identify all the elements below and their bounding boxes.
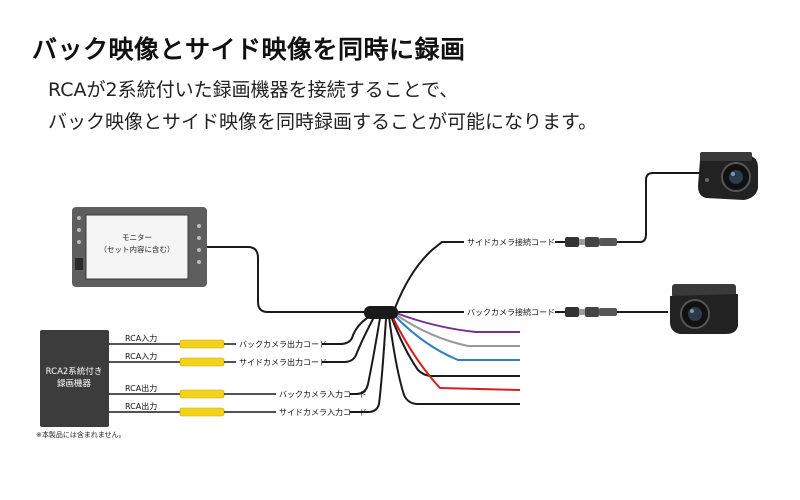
rca-port-label: RCA入力 xyxy=(125,333,157,343)
side-camera-lens-inner xyxy=(729,170,743,184)
rca-cord-label: バックカメラ入力コード xyxy=(279,389,367,399)
rca-branch-2 xyxy=(322,316,375,363)
rca-row: RCA出力 バックカメラ入力コード xyxy=(109,383,367,399)
back-camera-cord-label: バックカメラ接続コード xyxy=(467,307,555,317)
rca-plug xyxy=(179,357,225,367)
rca-cord-label: サイドカメラ出力コード xyxy=(239,357,327,367)
subtitle-line-2: バック映像とサイド映像を同時録画することが可能になります。 xyxy=(48,111,598,133)
connector-plug xyxy=(565,237,579,247)
recorder-label: RCA2系統付き xyxy=(46,366,103,377)
rca-row: RCA入力 サイドカメラ出力コード xyxy=(109,351,327,367)
rca-plug xyxy=(179,339,225,349)
side-camera-screw xyxy=(705,178,709,182)
connector-plug xyxy=(599,238,617,246)
monitor-button xyxy=(197,260,201,264)
rca-cord-label: サイドカメラ入力コード xyxy=(279,407,367,417)
monitor-screen xyxy=(85,214,189,280)
monitor-switch xyxy=(75,258,83,270)
wire-junction xyxy=(364,306,398,319)
rca-port-label: RCA入力 xyxy=(125,351,157,361)
gray-wire xyxy=(394,313,520,347)
rca-branch-4 xyxy=(350,318,387,413)
rca-row: RCA入力 バックカメラ出力コード xyxy=(109,333,327,349)
side-camera xyxy=(698,152,758,200)
monitor-button xyxy=(197,236,201,240)
rca-branch-1 xyxy=(322,315,371,345)
back-camera-connector xyxy=(565,307,617,317)
connector-pin xyxy=(579,239,585,245)
connector-plug xyxy=(585,237,599,247)
recorder: RCA2系統付き 録画機器 xyxy=(40,330,109,427)
rca-port-label: RCA出力 xyxy=(125,401,157,411)
colored-wires xyxy=(391,312,521,391)
page-subtitle: RCAが2系統付いた録画機器を接続することで、 バック映像とサイド映像を同時録画… xyxy=(48,74,597,138)
rca-cord-label: バックカメラ出力コード xyxy=(239,339,327,349)
monitor-button xyxy=(77,240,81,244)
connector-plug xyxy=(585,307,599,317)
back-camera-lens-inner xyxy=(688,307,702,321)
rca-plug xyxy=(179,407,225,417)
recorder-label-sub: 録画機器 xyxy=(57,378,92,389)
back-camera-lens-glint xyxy=(690,309,694,313)
rca-branch-3 xyxy=(350,317,381,395)
side-camera-connector xyxy=(565,237,617,247)
monitor-button xyxy=(77,216,81,220)
rca-plug xyxy=(179,389,225,399)
monitor: モニター （セット内容に含む） xyxy=(72,207,207,287)
connector-plug xyxy=(565,307,579,317)
side-camera-cable xyxy=(617,172,700,243)
monitor-button xyxy=(77,228,81,232)
monitor-label: モニター xyxy=(122,233,152,242)
side-camera-wire xyxy=(394,241,464,309)
main-wires xyxy=(206,172,700,413)
recorder-note: ※本製品には含まれません。 xyxy=(36,431,126,439)
blue-wire xyxy=(393,314,520,361)
red-wire xyxy=(391,315,521,391)
subtitle-line-1: RCAが2系統付いた録画機器を接続することで、 xyxy=(48,79,459,101)
back-camera-mount xyxy=(672,284,736,298)
monitor-button xyxy=(197,224,201,228)
page-title: バック映像とサイド映像を同時に録画 xyxy=(32,35,466,64)
rca-port-label: RCA出力 xyxy=(125,383,157,393)
black-wire-loose-2 xyxy=(388,316,520,405)
monitor-label-sub: （セット内容に含む） xyxy=(100,244,175,254)
recorder-box xyxy=(40,330,109,427)
connector-plug xyxy=(599,308,617,316)
side-camera-top xyxy=(700,152,752,161)
connector-pin xyxy=(579,309,585,315)
monitor-button xyxy=(197,248,201,252)
rca-row: RCA出力 サイドカメラ入力コード xyxy=(109,401,367,417)
purple-wire xyxy=(395,312,520,333)
monitor-wire xyxy=(206,246,366,313)
side-camera-cord-label: サイドカメラ接続コード xyxy=(467,237,555,247)
back-camera xyxy=(670,284,738,334)
side-camera-lens-glint xyxy=(731,172,735,176)
